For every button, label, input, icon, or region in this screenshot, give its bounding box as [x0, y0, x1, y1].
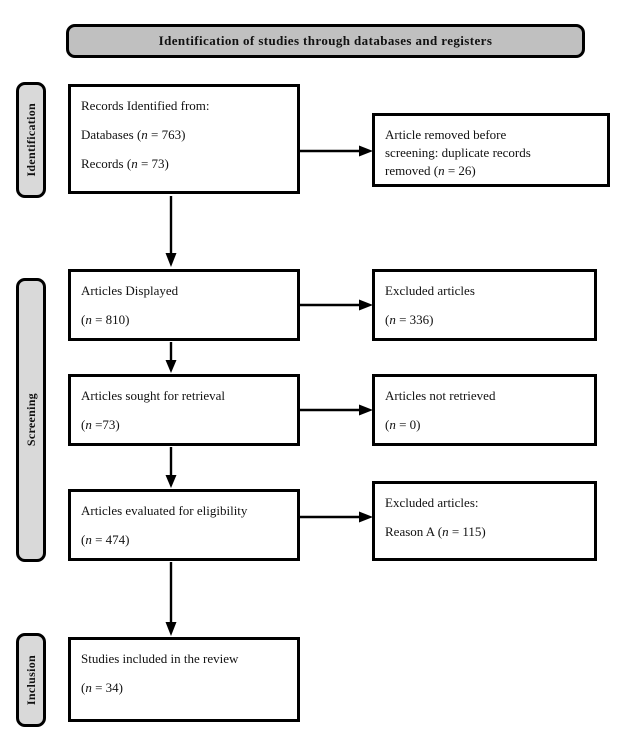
- arrow-right-sought-to-not-retrieved: [300, 402, 374, 418]
- box-articles-displayed-line-2-prefix: (: [81, 311, 86, 327]
- box-records-identified: Records Identified from: Databases (n = …: [68, 84, 300, 194]
- box-articles-sought-for-retrieval-line-2-prefix: (: [81, 416, 86, 432]
- arrow-right-records-to-removed: [300, 143, 374, 159]
- arrow-right-evaluated-to-excluded: [300, 509, 374, 525]
- stage-tab-inclusion: Inclusion: [16, 633, 46, 727]
- box-articles-evaluated-for-eligibility-line-1: Articles evaluated for eligibility: [81, 503, 248, 518]
- box-records-identified-line-3: Records (n = 73): [81, 155, 297, 172]
- box-articles-not-retrieved: Articles not retrieved (n = 0): [372, 374, 597, 446]
- diagram-header-banner: Identification of studies through databa…: [66, 24, 585, 58]
- box-records-identified-line-2-prefix: Databases (: [81, 126, 142, 142]
- box-articles-not-retrieved-line-2: (n = 0): [385, 416, 594, 433]
- box-articles-displayed-line-2-suffix: = 810): [91, 311, 130, 327]
- box-excluded-articles-eligibility-line-2-prefix: Reason A (: [385, 523, 443, 539]
- box-records-removed-line-3: removed (n = 26): [385, 162, 607, 179]
- box-studies-included-in-review-line-1: Studies included in the review: [81, 651, 239, 666]
- box-records-identified-line-3-prefix: Records (: [81, 155, 132, 171]
- box-articles-not-retrieved-line-2-prefix: (: [385, 416, 390, 432]
- box-records-identified-line-3-n-symbol: n: [131, 155, 138, 171]
- box-articles-displayed-line-2: (n = 810): [81, 311, 297, 328]
- box-articles-displayed: Articles Displayed (n = 810): [68, 269, 300, 341]
- box-studies-included-in-review-line-2-n-symbol: n: [85, 679, 92, 695]
- box-excluded-articles-screening: Excluded articles (n = 336): [372, 269, 597, 341]
- box-records-removed-line-3-n-symbol: n: [438, 162, 445, 178]
- box-excluded-articles-screening-line-2-n-symbol: n: [389, 311, 396, 327]
- box-studies-included-in-review-line-2-suffix: = 34): [91, 679, 124, 695]
- box-excluded-articles-eligibility-line-2-n-symbol: n: [442, 523, 449, 539]
- box-records-removed-line-3-prefix: removed (: [385, 162, 439, 178]
- box-records-identified-line-2-suffix: = 763): [147, 126, 186, 142]
- box-records-removed-line-1: Article removed before: [385, 127, 507, 142]
- box-articles-displayed-line-1: Articles Displayed: [81, 283, 179, 298]
- box-records-removed: Article removed before screening: duplic…: [372, 113, 610, 187]
- stage-tab-identification-label: Identification: [23, 103, 38, 177]
- box-records-removed-line-3-suffix: = 26): [444, 162, 476, 178]
- box-records-identified-line-2: Databases (n = 763): [81, 126, 297, 143]
- box-excluded-articles-screening-line-2-suffix: = 336): [395, 311, 434, 327]
- box-articles-not-retrieved-line-2-suffix: = 0): [395, 416, 421, 432]
- box-articles-sought-for-retrieval-line-2: (n =73): [81, 416, 297, 433]
- box-articles-evaluated-for-eligibility-line-2-suffix: = 474): [91, 531, 130, 547]
- box-records-removed-line-2: screening: duplicate records: [385, 144, 531, 160]
- box-excluded-articles-screening-line-2: (n = 336): [385, 311, 594, 328]
- box-records-identified-line-3-suffix: = 73): [137, 155, 169, 171]
- box-studies-included-in-review-line-2: (n = 34): [81, 679, 297, 696]
- box-articles-not-retrieved-line-1: Articles not retrieved: [385, 388, 496, 403]
- box-articles-evaluated-for-eligibility-line-2-prefix: (: [81, 531, 86, 547]
- diagram-header-title: Identification of studies through databa…: [158, 33, 493, 48]
- stage-tab-inclusion-label: Inclusion: [23, 654, 38, 706]
- box-articles-displayed-line-2-n-symbol: n: [85, 311, 92, 327]
- box-excluded-articles-screening-line-2-prefix: (: [385, 311, 390, 327]
- box-excluded-articles-screening-line-1: Excluded articles: [385, 283, 475, 298]
- box-excluded-articles-eligibility: Excluded articles: Reason A (n = 115): [372, 481, 597, 561]
- box-articles-evaluated-for-eligibility-line-2: (n = 474): [81, 531, 297, 548]
- box-excluded-articles-eligibility-line-2-suffix: = 115): [448, 523, 486, 539]
- box-excluded-articles-eligibility-line-1: Excluded articles:: [385, 495, 479, 510]
- box-articles-sought-for-retrieval-line-1: Articles sought for retrieval: [81, 388, 226, 403]
- arrow-right-displayed-to-excluded: [300, 297, 374, 313]
- box-articles-not-retrieved-line-2-n-symbol: n: [389, 416, 396, 432]
- arrow-down-displayed-to-sought: [163, 342, 179, 374]
- box-studies-included-in-review-line-2-prefix: (: [81, 679, 86, 695]
- box-articles-evaluated-for-eligibility-line-2-n-symbol: n: [85, 531, 92, 547]
- box-articles-sought-for-retrieval: Articles sought for retrieval (n =73): [68, 374, 300, 446]
- stage-tab-screening: Screening: [16, 278, 46, 562]
- box-articles-sought-for-retrieval-line-2-suffix: =73): [91, 416, 120, 432]
- box-records-identified-line-2-n-symbol: n: [141, 126, 148, 142]
- box-articles-sought-for-retrieval-line-2-n-symbol: n: [85, 416, 92, 432]
- stage-tab-identification: Identification: [16, 82, 46, 198]
- box-studies-included-in-review: Studies included in the review (n = 34): [68, 637, 300, 722]
- box-records-identified-line-1: Records Identified from:: [81, 98, 210, 113]
- arrow-down-evaluated-to-included: [163, 562, 179, 637]
- arrow-down-sought-to-evaluated: [163, 447, 179, 489]
- stage-tab-screening-label: Screening: [23, 393, 38, 447]
- box-articles-evaluated-for-eligibility: Articles evaluated for eligibility (n = …: [68, 489, 300, 561]
- box-excluded-articles-eligibility-line-2: Reason A (n = 115): [385, 523, 594, 540]
- arrow-down-records-to-displayed: [163, 196, 179, 268]
